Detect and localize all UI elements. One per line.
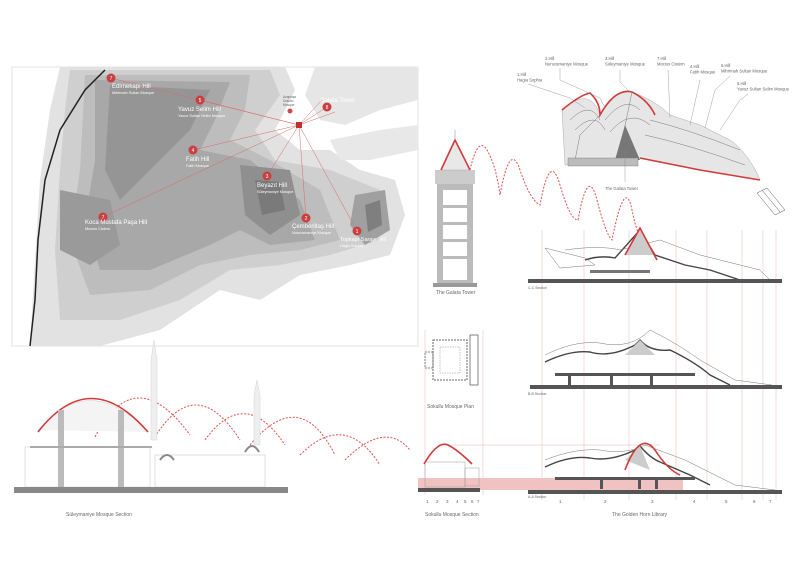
svg-text:4: 4 bbox=[693, 499, 696, 504]
svg-text:1: 1 bbox=[356, 229, 359, 235]
svg-text:Yavuz Sultan Selim Mosque: Yavuz Sultan Selim Mosque bbox=[178, 114, 225, 118]
suleymaniye-mosque-section: Süleymaniye Mosque Section bbox=[14, 339, 288, 518]
hill-marker-5[interactable]: 5 Yavuz Selim Hill Yavuz Sultan Selim Mo… bbox=[178, 95, 225, 119]
svg-text:Mocius Cistern: Mocius Cistern bbox=[85, 227, 110, 231]
svg-text:Hagia Sophia: Hagia Sophia bbox=[340, 244, 364, 248]
topographic-map: Azapkapı Sokullu Mosque 7 Edirnekapı Hil… bbox=[11, 66, 419, 347]
svg-text:8: 8 bbox=[326, 105, 329, 111]
hill-marker-2[interactable]: 2 Çemberlitaş Hill Nuruosmaniye Mosque bbox=[292, 213, 334, 236]
library-caption: The Golden Horn Library bbox=[612, 512, 668, 518]
svg-text:Koca Mustafa Paşa Hill: Koca Mustafa Paşa Hill bbox=[85, 220, 147, 226]
svg-text:Nuruosmaniye Mosque: Nuruosmaniye Mosque bbox=[292, 231, 331, 235]
hill-marker-6[interactable]: 7 Edirnekapı Hill Mihrimah Sultan Mosque bbox=[106, 73, 155, 96]
svg-text:6: 6 bbox=[753, 499, 756, 504]
hill-marker-7[interactable]: 7 Koca Mustafa Paşa Hill Mocius Cistern bbox=[85, 212, 147, 232]
axonometric-detail bbox=[756, 187, 786, 216]
svg-text:5: 5 bbox=[199, 98, 202, 104]
svg-text:Azapkapı: Azapkapı bbox=[283, 95, 296, 99]
svg-text:Mosque: Mosque bbox=[283, 103, 295, 107]
svg-text:Edirnekapı Hill: Edirnekapı Hill bbox=[112, 84, 151, 90]
hill-marker-8[interactable]: 8 Galata Tower bbox=[320, 98, 355, 112]
svg-text:Sokullu: Sokullu bbox=[283, 99, 294, 103]
svg-text:A-A Section: A-A Section bbox=[528, 495, 546, 499]
sokullu-marker bbox=[287, 108, 293, 114]
cc-section: C-C Section bbox=[528, 226, 782, 290]
svg-text:Topkapı Sarayı Hill: Topkapı Sarayı Hill bbox=[340, 237, 386, 243]
minaret bbox=[253, 379, 261, 446]
svg-text:Fatih Mosque: Fatih Mosque bbox=[186, 164, 209, 168]
svg-text:Sokullu Mosque Plan: Sokullu Mosque Plan bbox=[427, 404, 474, 410]
galata-tower-caption: The Galata Tower bbox=[436, 290, 476, 296]
svg-text:Yavuz Selim Hill: Yavuz Selim Hill bbox=[178, 107, 221, 113]
svg-text:7: 7 bbox=[110, 76, 113, 82]
sight-lines bbox=[102, 77, 358, 232]
svg-text:4: 4 bbox=[192, 148, 195, 154]
svg-text:1: 1 bbox=[426, 499, 429, 504]
svg-text:Beyazıt Hill: Beyazıt Hill bbox=[257, 183, 287, 189]
minaret bbox=[150, 339, 158, 441]
galata-wave bbox=[469, 145, 651, 251]
svg-text:Çemberlitaş Hill: Çemberlitaş Hill bbox=[292, 224, 334, 230]
suleymaniye-wave bbox=[94, 397, 411, 466]
sokullu-mosque-section: 1 2 3 4 5 6 7 Sokullu Mosque Section bbox=[418, 443, 480, 518]
svg-text:5: 5 bbox=[464, 499, 467, 504]
svg-text:Süleymaniye Mosque Section: Süleymaniye Mosque Section bbox=[66, 512, 132, 518]
svg-text:3: 3 bbox=[266, 174, 269, 180]
bb-section: B-B Section bbox=[528, 329, 782, 396]
svg-text:3: 3 bbox=[446, 499, 449, 504]
galata-tower-drawing: The Galata Tower bbox=[433, 130, 477, 296]
sokullu-alignment-band bbox=[418, 478, 683, 490]
svg-text:2: 2 bbox=[305, 216, 308, 222]
alignment-grid bbox=[424, 230, 777, 500]
svg-text:Mihrimah Sultan Mosque: Mihrimah Sultan Mosque bbox=[112, 91, 154, 95]
svg-text:C-C Section: C-C Section bbox=[528, 286, 547, 290]
svg-text:4: 4 bbox=[456, 499, 459, 504]
hill-marker-4[interactable]: 4 Fatih Hill Fatih Mosque bbox=[186, 145, 209, 169]
sokullu-mosque-plan: Sokullu Mosque Plan bbox=[424, 334, 479, 410]
svg-text:1: 1 bbox=[559, 499, 562, 504]
svg-text:6: 6 bbox=[471, 499, 474, 504]
svg-text:Sokullu Mosque Section: Sokullu Mosque Section bbox=[425, 512, 479, 518]
hill-marker-3[interactable]: 3 Beyazıt Hill Süleymaniye Mosque bbox=[257, 171, 293, 195]
library-site-marker bbox=[296, 122, 302, 128]
hill-marker-1[interactable]: 1 Topkapı Sarayı Hill Hagia Sophia bbox=[340, 226, 386, 249]
svg-text:Galata Tower: Galata Tower bbox=[320, 98, 355, 104]
aa-section: A-A Section bbox=[418, 442, 782, 499]
svg-text:3: 3 bbox=[651, 499, 654, 504]
svg-text:7: 7 bbox=[477, 499, 480, 504]
svg-text:2: 2 bbox=[436, 499, 439, 504]
svg-text:7: 7 bbox=[102, 215, 105, 221]
library-bay-numbers: 1 2 3 4 5 6 7 bbox=[559, 499, 772, 504]
svg-text:Fatih Hill: Fatih Hill bbox=[186, 157, 209, 163]
galata-tower-callout: The Galata Tower bbox=[605, 186, 639, 191]
svg-text:5: 5 bbox=[725, 499, 728, 504]
svg-text:B-B Section: B-B Section bbox=[528, 392, 547, 396]
svg-text:Süleymaniye Mosque: Süleymaniye Mosque bbox=[257, 190, 293, 194]
svg-text:2: 2 bbox=[604, 499, 607, 504]
svg-text:7: 7 bbox=[769, 499, 772, 504]
